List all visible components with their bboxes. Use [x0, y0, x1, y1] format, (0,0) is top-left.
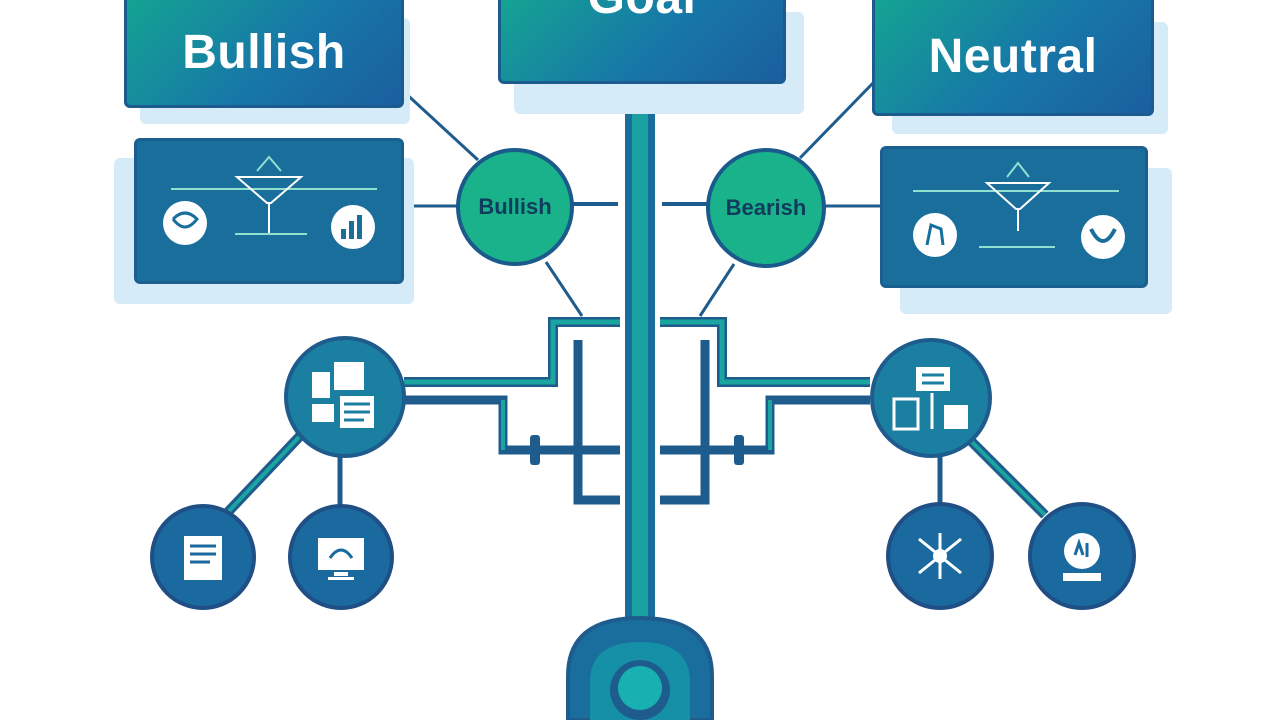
knob-icon	[566, 615, 714, 720]
badge-icon	[163, 201, 207, 245]
left-leaf-node-1	[150, 504, 256, 610]
neutral-box: Neutral	[872, 0, 1154, 116]
left-leaf-node-2	[288, 504, 394, 610]
bullish-box: Bullish	[124, 0, 404, 108]
funnel-icon	[234, 155, 304, 233]
bullish-node-label: Bullish	[478, 194, 552, 219]
neutral-box-label: Neutral	[928, 30, 1098, 83]
right-leaf-node-1	[886, 502, 994, 610]
bullish-node: Bullish	[456, 148, 574, 266]
left-hub-node	[284, 336, 406, 458]
bearish-node-label: Bearish	[725, 195, 807, 220]
funnel-icon	[984, 161, 1052, 231]
bullish-box-label: Bullish	[182, 26, 346, 79]
documents-icon	[312, 362, 374, 428]
right-icon-panel	[880, 146, 1148, 288]
report-icon	[184, 536, 222, 580]
network-icon	[918, 533, 962, 579]
user-icon	[913, 213, 957, 257]
goal-box: Goal	[498, 0, 786, 84]
chart-icon	[331, 205, 375, 249]
bearish-node: Bearish	[706, 148, 826, 268]
display-icon	[1063, 533, 1101, 581]
right-hub-node	[870, 338, 992, 458]
right-leaf-node-2	[1028, 502, 1136, 610]
monitor-icon	[318, 538, 364, 580]
right-panel-graphic	[913, 161, 1125, 259]
left-panel-graphic	[163, 155, 377, 249]
goal-box-label: Goal	[588, 0, 697, 25]
left-icon-panel	[134, 138, 404, 284]
dashboard-icon	[892, 367, 968, 431]
magnet-icon	[1081, 215, 1125, 259]
